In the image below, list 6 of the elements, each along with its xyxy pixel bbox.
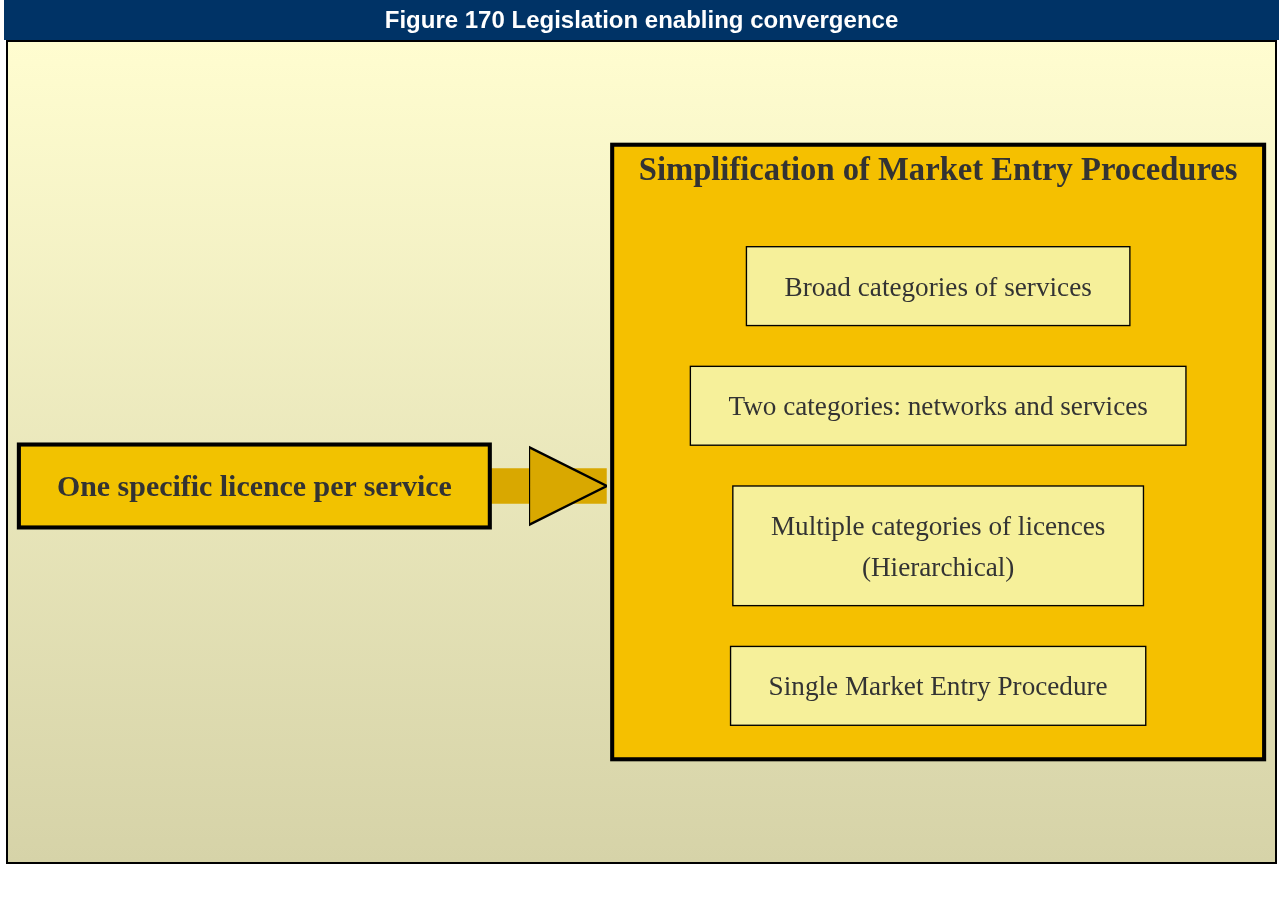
- node-box: Multiple categories of licences (Hierarchical): [732, 485, 1145, 607]
- figure-title: Figure 170 Legislation enabling convergence: [4, 0, 1279, 40]
- node-box: One specific licence per service: [16, 442, 492, 530]
- node-box: Broad categories of services: [745, 246, 1131, 327]
- node-box: Two categories: networks and services: [689, 365, 1187, 446]
- node-box: Single Market Entry Procedure: [729, 645, 1147, 726]
